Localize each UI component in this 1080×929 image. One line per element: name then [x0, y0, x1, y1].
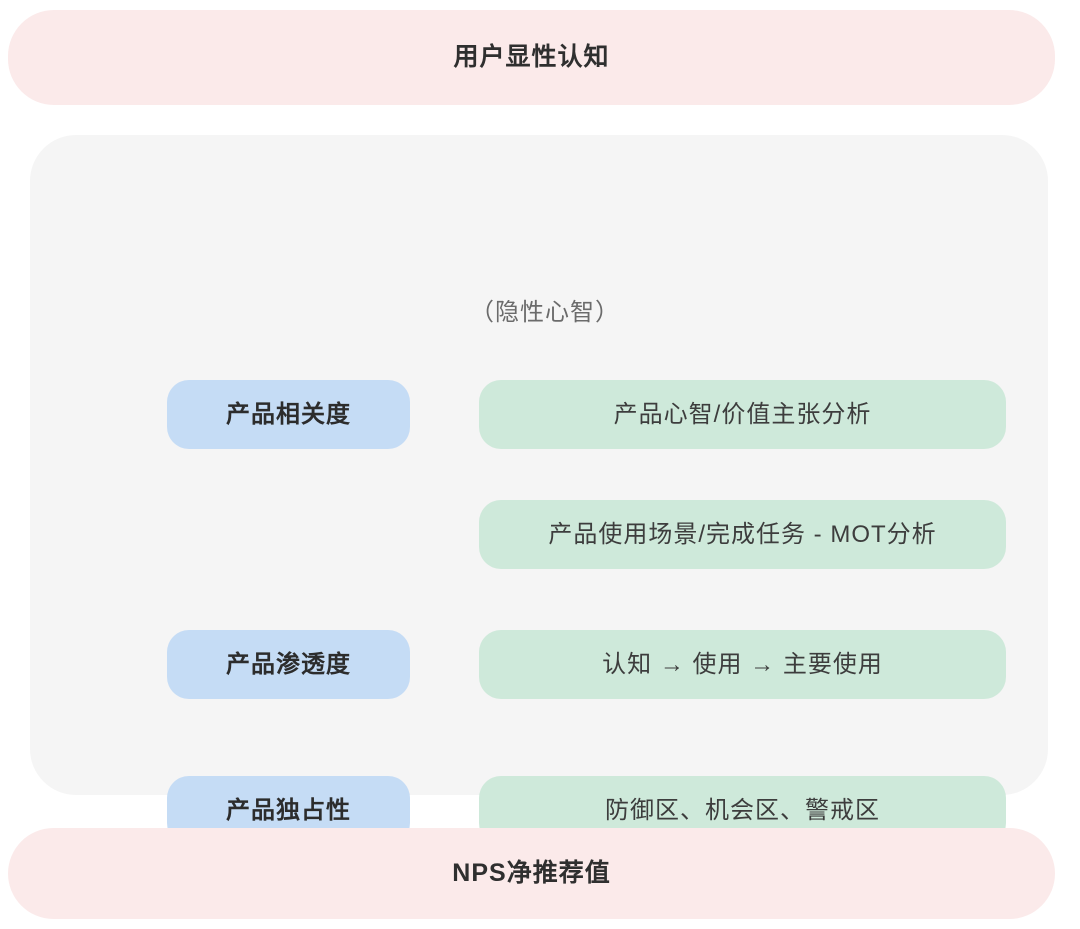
- dimension-label: 产品相关度: [226, 400, 351, 428]
- method-pill-usage-scenario-mot[interactable]: 产品使用场景/完成任务 - MOT分析: [479, 500, 1006, 569]
- method-pill-product-mind-value-proposition[interactable]: 产品心智/价值主张分析: [479, 380, 1006, 449]
- method-label: 产品心智/价值主张分析: [613, 400, 872, 428]
- dimension-pill-product-relevance[interactable]: 产品相关度: [167, 380, 410, 449]
- method-label: 产品使用场景/完成任务 - MOT分析: [548, 520, 937, 548]
- top-banner: 用户显性认知: [8, 10, 1055, 105]
- top-banner-label: 用户显性认知: [453, 43, 610, 71]
- panel-subtitle: （隐性心智）: [470, 299, 620, 326]
- implicit-mind-panel: （隐性心智） 产品相关度 产品心智/价值主张分析 产品使用场景/完成任务 - M…: [30, 135, 1048, 845]
- method-label: 认知 → 使用 → 主要使用: [602, 650, 883, 678]
- bottom-banner-label: NPS净推荐值: [452, 859, 611, 887]
- bottom-banner: NPS净推荐值: [8, 828, 1055, 919]
- dimension-pill-product-penetration[interactable]: 产品渗透度: [167, 630, 410, 699]
- dimension-label: 产品渗透度: [226, 650, 351, 678]
- dimension-label: 产品独占性: [226, 796, 351, 824]
- method-label: 防御区、机会区、警戒区: [605, 796, 880, 824]
- method-pill-awareness-usage-funnel[interactable]: 认知 → 使用 → 主要使用: [479, 630, 1006, 699]
